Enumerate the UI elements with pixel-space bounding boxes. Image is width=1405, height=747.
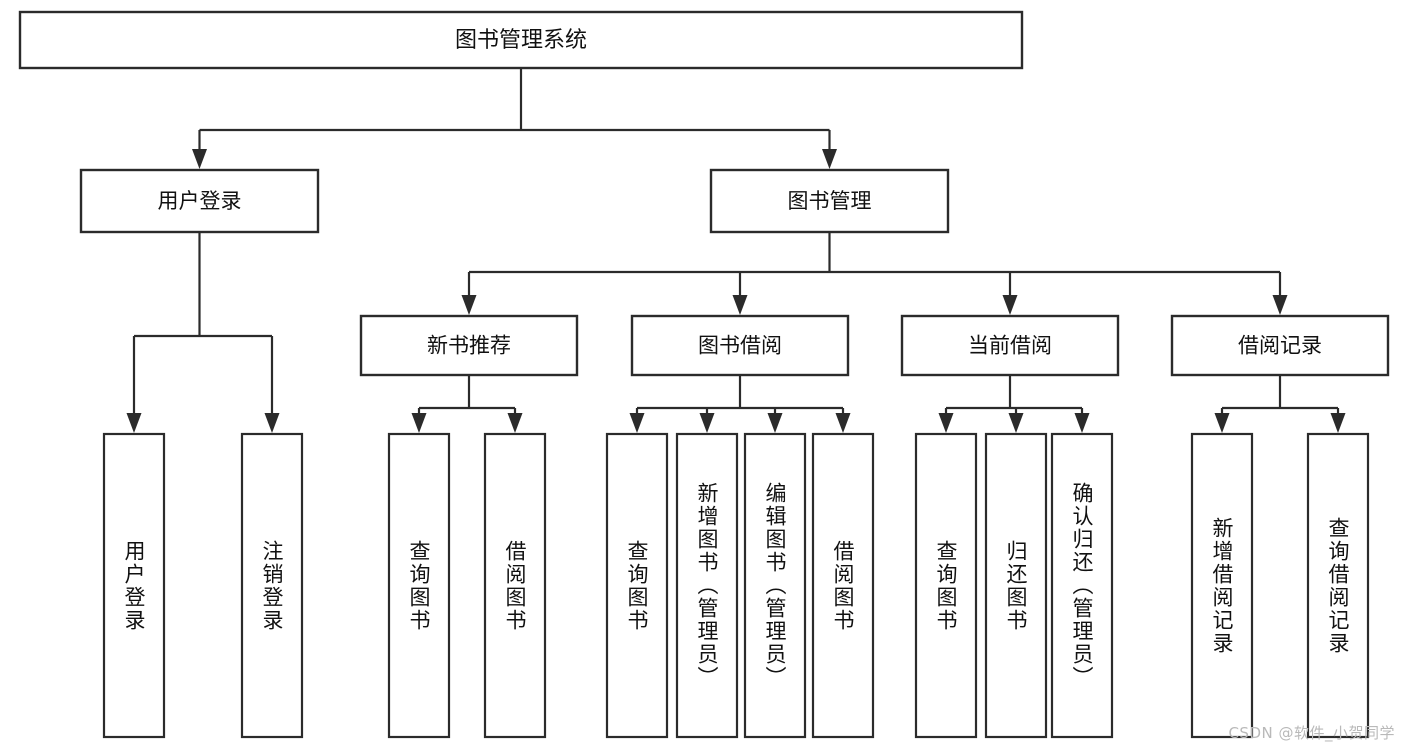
leaf-leaf-borrow-book-1-rect[interactable] (483, 432, 547, 739)
connector-borrow-record-to-children (1214, 375, 1346, 433)
arrow-head-icon (699, 413, 715, 433)
node-book-borrow[interactable]: 图书借阅 (630, 314, 850, 377)
node-current-borrow-label: 当前借阅 (968, 334, 1052, 358)
leaf-leaf-edit-book-rect[interactable] (743, 432, 807, 739)
arrow-head-icon (1008, 413, 1024, 433)
connector-new-book-recommend-to-children (411, 375, 523, 433)
leaf-leaf-user-login[interactable] (102, 432, 166, 739)
leaf-leaf-user-login-rect[interactable] (102, 432, 166, 739)
leaf-leaf-add-record-rect[interactable] (1190, 432, 1254, 739)
arrow-head-icon (767, 413, 783, 433)
node-borrow-record-rect[interactable] (1170, 314, 1390, 377)
leaf-leaf-edit-book[interactable] (743, 432, 807, 739)
arrow-head-icon (1330, 413, 1346, 433)
node-book-borrow-label: 图书借阅 (698, 334, 782, 358)
node-user-login-label: 用户登录 (158, 189, 242, 213)
node-book-manage-label: 图书管理 (788, 189, 872, 213)
arrow-head-icon (1214, 413, 1230, 433)
node-root-root-rect[interactable] (18, 10, 1024, 70)
node-borrow-record[interactable]: 借阅记录 (1170, 314, 1390, 377)
arrow-head-icon (507, 413, 523, 433)
arrow-head-icon (264, 413, 280, 433)
arrow-head-icon (461, 295, 477, 315)
arrow-head-icon (126, 413, 142, 433)
leaf-leaf-borrow-book-1[interactable] (483, 432, 547, 739)
arrow-head-icon (938, 413, 954, 433)
arrow-head-icon (411, 413, 427, 433)
node-current-borrow[interactable]: 当前借阅 (900, 314, 1120, 377)
leaf-leaf-query-book-3[interactable] (914, 432, 978, 739)
leaf-leaf-return-book[interactable] (984, 432, 1048, 739)
node-book-borrow-rect[interactable] (630, 314, 850, 377)
connector-root-to-level2 (192, 68, 837, 169)
leaf-leaf-query-book-2[interactable] (605, 432, 669, 739)
arrow-head-icon (1002, 295, 1018, 315)
watermark-text: CSDN @软件_小贺同学 (1228, 724, 1395, 742)
leaf-leaf-add-record[interactable] (1190, 432, 1254, 739)
leaf-leaf-query-record-rect[interactable] (1306, 432, 1370, 739)
node-current-borrow-rect[interactable] (900, 314, 1120, 377)
arrow-head-icon (835, 413, 851, 433)
arrow-head-icon (629, 413, 645, 433)
node-new-book-recommend-rect[interactable] (359, 314, 579, 377)
node-user-login-rect[interactable] (79, 168, 320, 234)
leaf-leaf-confirm-return-rect[interactable] (1050, 432, 1114, 739)
leaf-leaf-borrow-book-2[interactable] (811, 432, 875, 739)
node-root-root[interactable]: 图书管理系统 (18, 10, 1024, 70)
leaf-leaf-query-book-1-rect[interactable] (387, 432, 451, 739)
leaf-leaf-query-record[interactable] (1306, 432, 1370, 739)
leaf-leaf-logout[interactable] (240, 432, 304, 739)
leaf-leaf-add-book-rect[interactable] (675, 432, 739, 739)
connectors-layer (126, 68, 1346, 433)
node-new-book-recommend[interactable]: 新书推荐 (359, 314, 579, 377)
connector-user-login-to-children (126, 232, 280, 433)
arrow-head-icon (732, 295, 748, 315)
leaf-leaf-query-book-2-rect[interactable] (605, 432, 669, 739)
leaf-leaf-return-book-rect[interactable] (984, 432, 1048, 739)
leaf-leaf-borrow-book-2-rect[interactable] (811, 432, 875, 739)
node-user-login[interactable]: 用户登录 (79, 168, 320, 234)
arrow-head-icon (1074, 413, 1090, 433)
node-root-root-label: 图书管理系统 (455, 28, 587, 53)
leaf-leaf-confirm-return[interactable] (1050, 432, 1114, 739)
connector-book-borrow-to-children (629, 375, 851, 433)
arrow-head-icon (192, 149, 207, 169)
leaf-leaf-query-book-3-rect[interactable] (914, 432, 978, 739)
leaf-leaf-logout-rect[interactable] (240, 432, 304, 739)
node-book-manage[interactable]: 图书管理 (709, 168, 950, 234)
connector-book-manage-to-level3 (461, 232, 1288, 315)
node-new-book-recommend-label: 新书推荐 (427, 334, 511, 358)
leaf-leaf-query-book-1[interactable] (387, 432, 451, 739)
leaf-leaf-add-book[interactable] (675, 432, 739, 739)
node-borrow-record-label: 借阅记录 (1238, 334, 1322, 358)
arrow-head-icon (822, 149, 837, 169)
arrow-head-icon (1272, 295, 1288, 315)
connector-current-borrow-to-children (938, 375, 1090, 433)
node-book-manage-rect[interactable] (709, 168, 950, 234)
